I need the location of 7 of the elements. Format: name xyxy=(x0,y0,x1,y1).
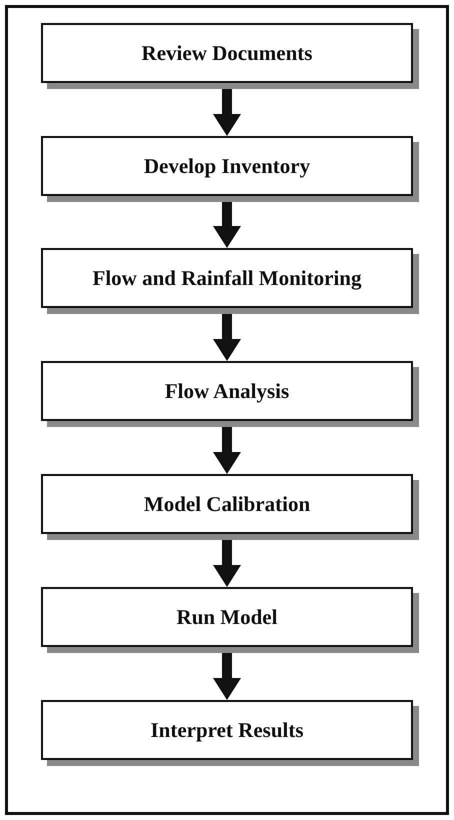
box-label: Interpret Results xyxy=(149,718,304,742)
box-label: Review Documents xyxy=(140,40,314,66)
box-label: Flow and Rainfall Monitoring xyxy=(92,266,362,290)
box-label: Model Calibration xyxy=(142,492,312,516)
box-label: Flow Analysis xyxy=(164,378,290,404)
box-label: Develop Inventory xyxy=(142,154,312,178)
box-label: Run Model xyxy=(176,604,278,630)
